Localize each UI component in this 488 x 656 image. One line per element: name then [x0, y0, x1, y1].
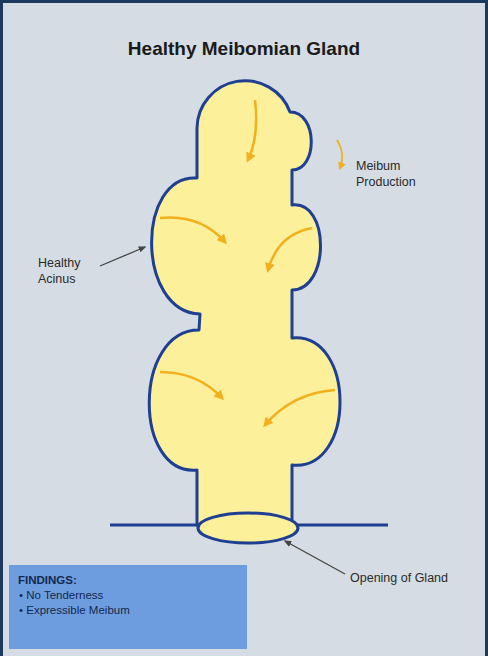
findings-box: FINDINGS:• No Tenderness• Expressible Me… [9, 565, 247, 649]
gland-opening [198, 513, 298, 543]
part-label: Healthy Acinus [38, 255, 100, 287]
findings-item: • Expressible Meibum [18, 603, 238, 618]
gland-outline [149, 81, 340, 525]
findings-item: • No Tenderness [18, 588, 238, 603]
legend-arrow-sample [337, 140, 342, 168]
leader-line [100, 247, 145, 266]
leader-line [285, 541, 345, 574]
meibum-arrows [160, 100, 335, 425]
legend-label: Meibum Production [356, 158, 446, 190]
diagram-title: Healthy Meibomian Gland [0, 38, 488, 60]
part-label: Opening of Gland [350, 570, 480, 586]
findings-heading: FINDINGS: [18, 573, 238, 588]
